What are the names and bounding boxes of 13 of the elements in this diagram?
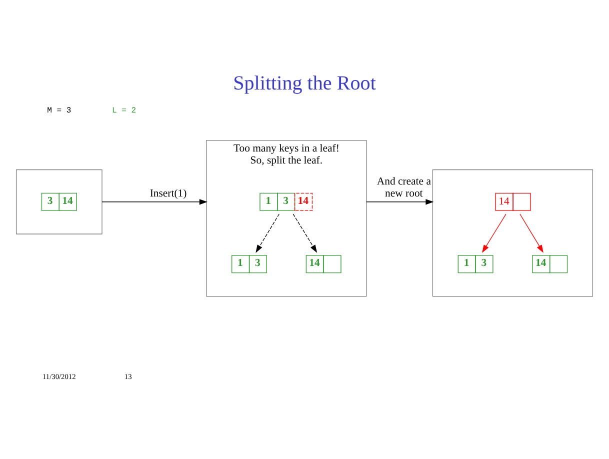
arrow bbox=[292, 213, 318, 252]
edge-label: Insert(1) bbox=[150, 186, 187, 199]
arrow bbox=[520, 213, 544, 252]
label: 11/30/2012 bbox=[42, 372, 76, 381]
arrow bbox=[482, 213, 506, 252]
diagram-title: Splitting the Root bbox=[233, 72, 376, 94]
arrow bbox=[256, 213, 280, 252]
edge-label: And create a new root bbox=[376, 174, 431, 199]
cluster bbox=[16, 168, 102, 234]
cluster bbox=[432, 168, 594, 296]
arrow bbox=[366, 198, 434, 204]
arrow bbox=[102, 198, 208, 204]
label: 13 bbox=[124, 372, 132, 381]
